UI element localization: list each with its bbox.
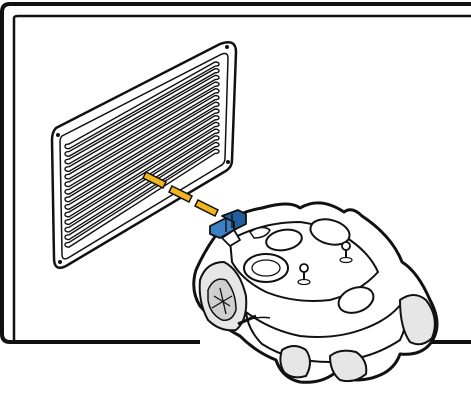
laser-beam-icon	[141, 170, 220, 218]
pool-inner-frame	[12, 14, 471, 340]
sensor-icon	[209, 209, 247, 247]
grate-slat	[64, 61, 220, 150]
grate-slat	[64, 101, 220, 195]
underwater-drone-icon	[192, 201, 439, 384]
grate-slat	[64, 148, 220, 248]
grate-slat	[64, 74, 220, 165]
grate-slat	[64, 121, 220, 218]
grate-icon	[50, 41, 238, 269]
grate-slat	[64, 68, 220, 157]
grate-slat	[64, 108, 220, 203]
grate-slat	[64, 115, 220, 210]
grate-slat	[64, 135, 220, 233]
grate-slat	[64, 141, 220, 241]
grate-slat	[64, 81, 220, 173]
grate-slat	[64, 88, 220, 180]
grate-slat	[64, 128, 220, 226]
grate-slat	[64, 94, 220, 188]
